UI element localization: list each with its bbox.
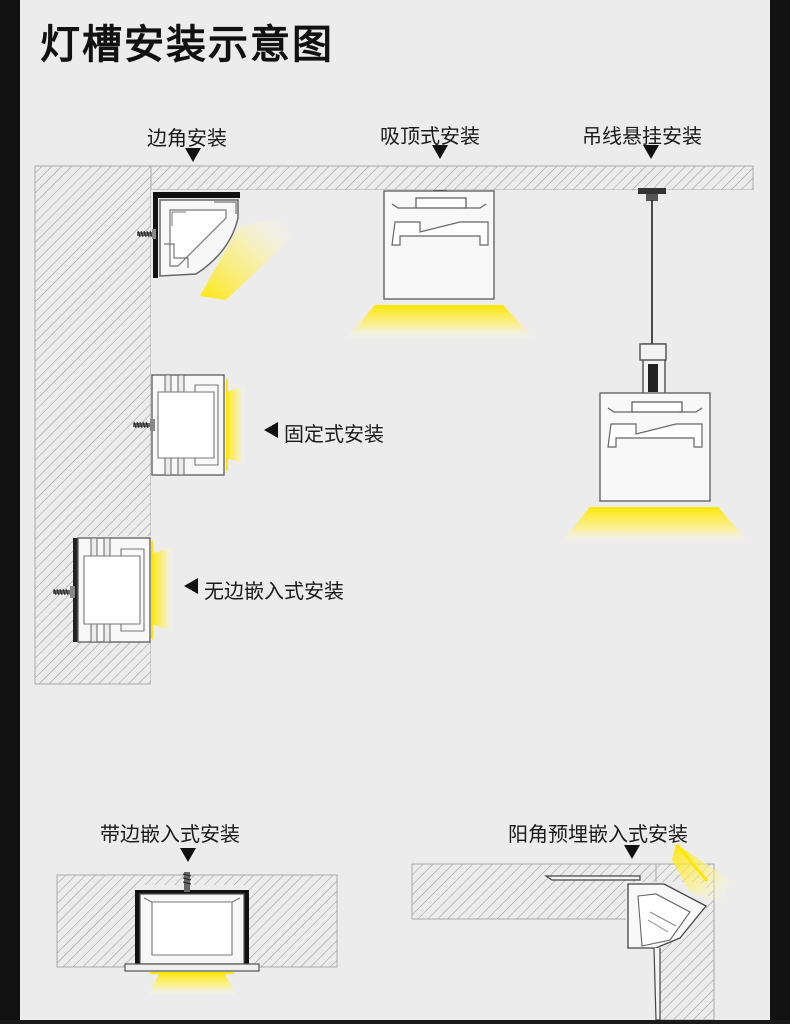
arrow-down-external-corner: [624, 845, 640, 859]
arrow-left-borderless: [184, 578, 198, 594]
label-borderless-install: 无边嵌入式安装: [204, 579, 344, 603]
label-pendant-install: 吊线悬挂安装: [582, 124, 702, 148]
corner-profile: [137, 192, 292, 300]
label-bordered-install: 带边嵌入式安装: [100, 822, 240, 846]
label-external-corner-install: 阳角预埋嵌入式安装: [508, 822, 688, 846]
label-ceiling-install: 吸顶式安装: [380, 124, 480, 148]
pendant-profile: [560, 188, 750, 544]
bordered-embedded-profile: [56, 872, 338, 996]
label-corner-install: 边角安装: [147, 126, 227, 150]
fixed-profile: [133, 374, 246, 476]
label-fixed-install: 固定式安装: [284, 422, 384, 446]
ceiling-profile: [345, 190, 535, 340]
screw-icon: [137, 229, 156, 239]
borderless-profile: [53, 537, 174, 643]
ceiling-slab: [34, 165, 754, 191]
page-title: 灯槽安装示意图: [40, 22, 334, 68]
screw-icon: [53, 586, 75, 598]
arrow-down-bordered: [180, 848, 196, 862]
screw-icon: [133, 419, 155, 431]
arrow-down-corner: [185, 148, 201, 162]
external-corner-profile: [411, 844, 730, 1021]
arrow-down-ceiling: [432, 145, 448, 159]
arrow-down-pendant: [643, 145, 659, 159]
arrow-left-fixed: [264, 422, 278, 438]
